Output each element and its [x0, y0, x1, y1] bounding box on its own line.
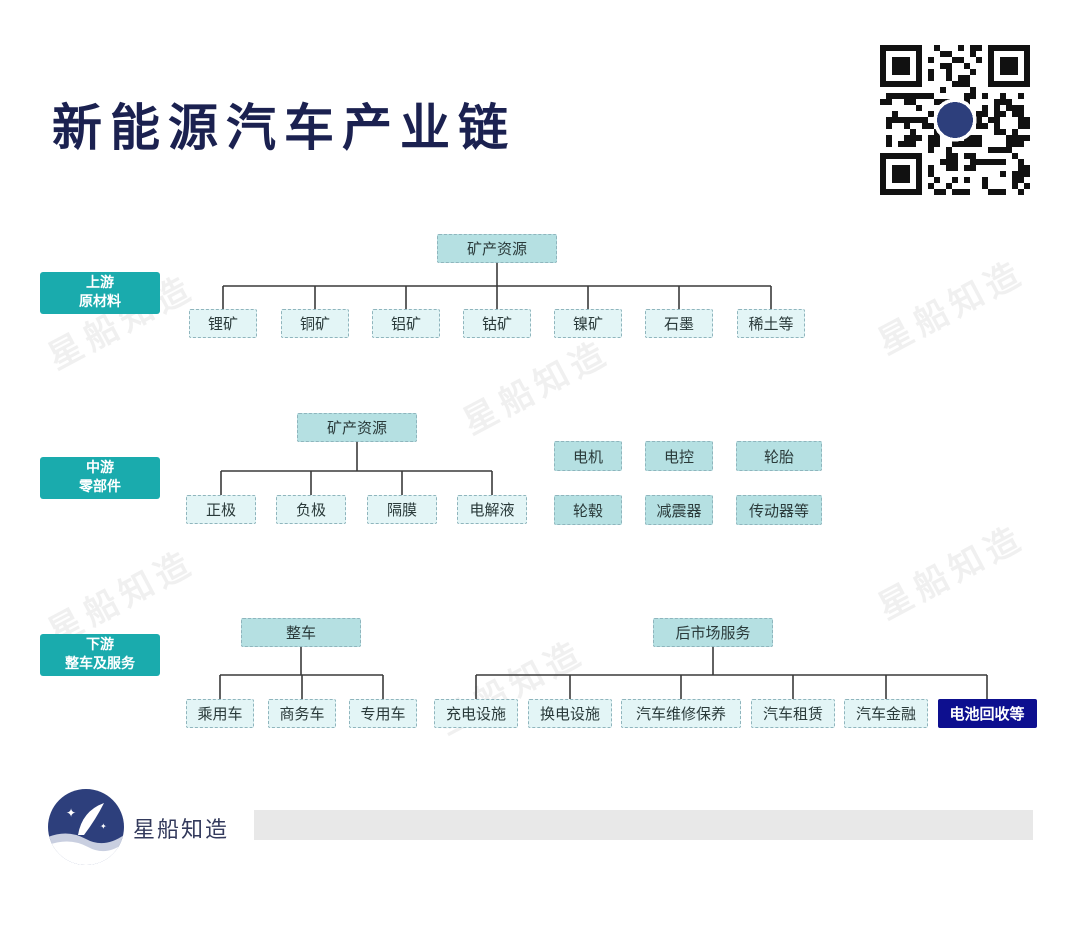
- child-node: 负极: [276, 495, 346, 524]
- child-node: 电解液: [457, 495, 527, 524]
- child-node: 钴矿: [463, 309, 531, 338]
- component-node: 减震器: [645, 495, 713, 525]
- child-node: 汽车租赁: [751, 699, 835, 728]
- svg-text:✦: ✦: [100, 822, 107, 831]
- root-node: 矿产资源: [437, 234, 557, 263]
- brand-name: 星船知造: [133, 818, 230, 843]
- child-node: 专用车: [349, 699, 417, 728]
- component-node: 电机: [554, 441, 622, 471]
- child-node: 换电设施: [528, 699, 612, 728]
- child-node: 汽车维修保养: [621, 699, 741, 728]
- midstream-stage-label: 中游零部件: [40, 457, 160, 499]
- root-node: 整车: [241, 618, 361, 647]
- downstream-stage-label: 下游整车及服务: [40, 634, 160, 676]
- child-node: 稀土等: [737, 309, 805, 338]
- root-node: 后市场服务: [653, 618, 773, 647]
- child-node: 商务车: [268, 699, 336, 728]
- highlighted-node: 电池回收等: [937, 699, 1037, 728]
- stage-label-line: 零部件: [79, 479, 121, 495]
- child-node: 铝矿: [372, 309, 440, 338]
- child-node: 汽车金融: [844, 699, 928, 728]
- component-node: 轮胎: [736, 441, 822, 471]
- component-node: 轮毂: [554, 495, 622, 525]
- root-node: 矿产资源: [297, 413, 417, 442]
- child-node: 石墨: [645, 309, 713, 338]
- stage-label-line: 上游: [86, 275, 114, 291]
- child-node: 镍矿: [554, 309, 622, 338]
- component-node: 电控: [645, 441, 713, 471]
- stage-label-line: 原材料: [79, 294, 121, 310]
- footer-bar: [254, 810, 1033, 840]
- page-title: 新能源汽车产业链: [52, 99, 516, 157]
- child-node: 充电设施: [434, 699, 518, 728]
- child-node: 隔膜: [367, 495, 437, 524]
- stage-label-line: 整车及服务: [65, 656, 135, 672]
- component-node: 传动器等: [736, 495, 822, 525]
- brand-logo: ✦ ✦: [48, 789, 124, 865]
- svg-text:✦: ✦: [66, 806, 76, 820]
- stage-label-line: 中游: [86, 460, 114, 476]
- stage-label-line: 下游: [86, 637, 114, 653]
- child-node: 锂矿: [189, 309, 257, 338]
- qr-code: [880, 45, 1030, 195]
- child-node: 铜矿: [281, 309, 349, 338]
- child-node: 正极: [186, 495, 256, 524]
- upstream-stage-label: 上游原材料: [40, 272, 160, 314]
- child-node: 乘用车: [186, 699, 254, 728]
